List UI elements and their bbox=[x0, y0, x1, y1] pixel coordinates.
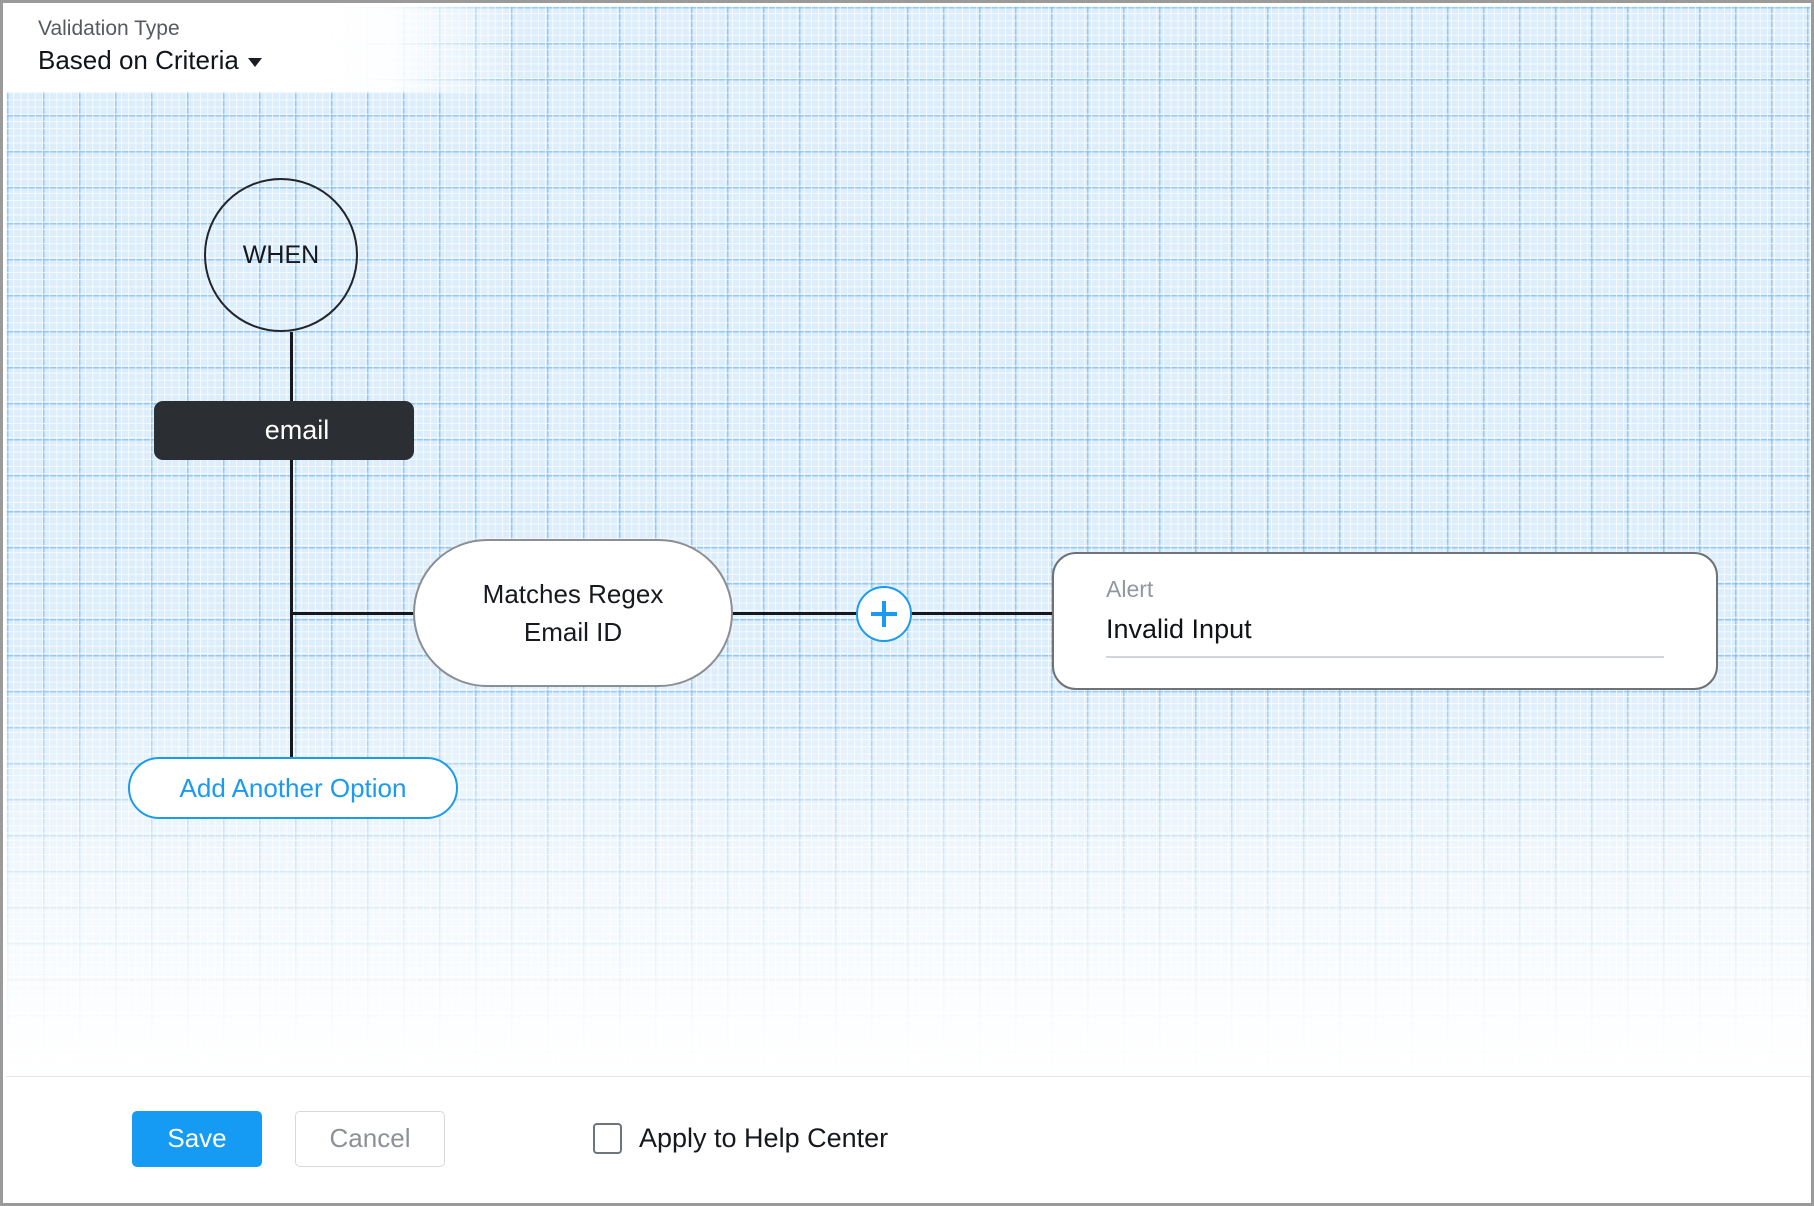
connector-add-to-alert bbox=[910, 612, 1054, 615]
connector-trunk-to-condition bbox=[290, 612, 416, 615]
apply-to-help-center-option[interactable]: Apply to Help Center bbox=[593, 1123, 888, 1154]
flow-graph: WHEN email Matches Regex Email ID Alert … bbox=[6, 6, 1811, 1082]
field-node-email[interactable]: email bbox=[154, 401, 414, 460]
validation-type-label: Validation Type bbox=[38, 17, 180, 40]
add-another-option-label: Add Another Option bbox=[179, 772, 407, 803]
connector-condition-to-add bbox=[732, 612, 858, 615]
validation-type-value: Based on Criteria bbox=[38, 45, 239, 75]
add-another-option-button[interactable]: Add Another Option bbox=[128, 757, 458, 819]
when-node-label: WHEN bbox=[242, 240, 320, 269]
flow-canvas[interactable]: WHEN email Matches Regex Email ID Alert … bbox=[6, 6, 1811, 1082]
save-button[interactable]: Save bbox=[132, 1110, 262, 1167]
footer-bar: Save Cancel Apply to Help Center bbox=[6, 1076, 1811, 1200]
condition-pattern-label: Email ID bbox=[523, 616, 623, 647]
when-node[interactable]: WHEN bbox=[204, 178, 358, 332]
header-panel: Validation Type Based on Criteria bbox=[6, 6, 526, 92]
apply-to-help-center-checkbox[interactable] bbox=[593, 1123, 622, 1154]
field-node-label: email bbox=[264, 415, 330, 445]
condition-operator-label: Matches Regex bbox=[482, 578, 664, 609]
connector-field-trunk bbox=[290, 458, 293, 758]
alert-message-underline bbox=[1106, 656, 1664, 658]
apply-to-help-center-label: Apply to Help Center bbox=[639, 1123, 889, 1153]
alert-card-label: Alert bbox=[1106, 576, 1154, 602]
condition-node[interactable]: Matches Regex Email ID bbox=[413, 539, 733, 687]
cancel-button[interactable]: Cancel bbox=[295, 1110, 445, 1167]
plus-icon bbox=[871, 601, 897, 627]
alert-message-input[interactable]: Invalid Input bbox=[1106, 614, 1252, 644]
add-action-button[interactable] bbox=[856, 586, 912, 642]
validation-type-dropdown[interactable]: Based on Criteria bbox=[38, 45, 526, 75]
connector-when-to-field bbox=[290, 332, 293, 402]
chevron-down-icon bbox=[247, 58, 262, 67]
alert-action-card[interactable]: Alert Invalid Input bbox=[1052, 552, 1718, 690]
